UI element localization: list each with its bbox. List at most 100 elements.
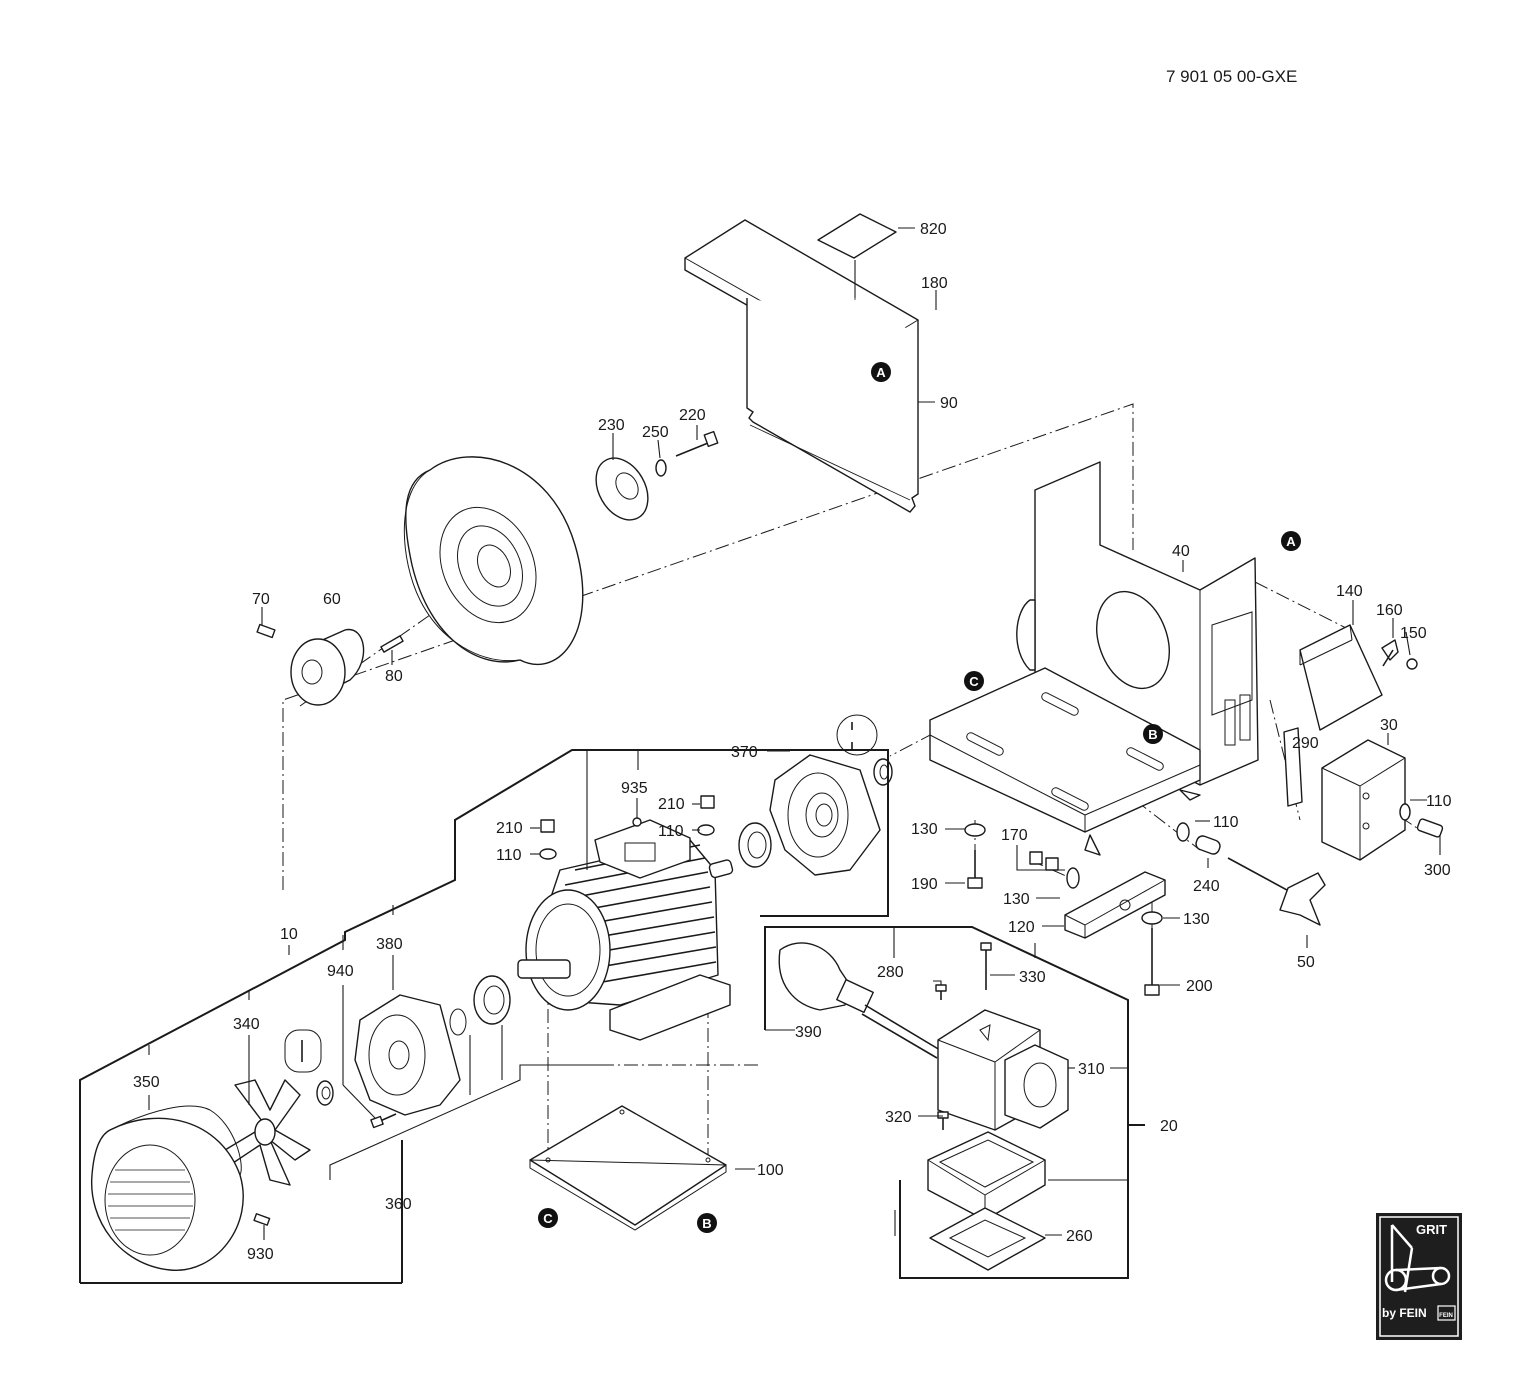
label-390: 390: [795, 1024, 822, 1041]
part-60-hub: [290, 628, 365, 706]
part-190-screw: [967, 850, 983, 889]
part-70-screw: [256, 623, 276, 639]
part-160-knob: [1381, 639, 1399, 667]
part-210-nut-b: [700, 795, 715, 809]
label-40: 40: [1172, 543, 1190, 560]
label-930: 930: [247, 1246, 274, 1263]
label-210-right: 210: [658, 796, 685, 813]
label-110-right: 110: [1426, 793, 1452, 810]
label-290: 290: [1292, 735, 1319, 752]
leader-lines: [261, 227, 1441, 1240]
part-320-screw: [937, 1111, 949, 1130]
label-90: 90: [940, 395, 958, 412]
label-330: 330: [1019, 969, 1046, 986]
label-150: 150: [1400, 625, 1427, 642]
part-90-top-guard: [684, 219, 919, 513]
detail-callout-rear: [284, 1029, 322, 1073]
part-bearing-rear: [473, 975, 511, 1025]
part-100-plate: [529, 1105, 727, 1231]
label-340: 340: [233, 1016, 260, 1033]
marker-b-base: B: [1143, 724, 1163, 744]
part-940-screw: [370, 1113, 397, 1129]
part-370-end-shield: [769, 754, 881, 876]
label-360: 360: [385, 1196, 412, 1213]
label-935: 935: [621, 780, 648, 797]
part-935-screw: [632, 817, 642, 827]
label-380: 380: [376, 936, 403, 953]
detail-callout-front: [836, 714, 878, 756]
part-820-label-plate: [817, 213, 897, 259]
part-930-screw: [253, 1213, 271, 1226]
svg-text:C: C: [969, 674, 979, 689]
label-280: 280: [877, 964, 904, 981]
part-base-plate: [929, 667, 1201, 856]
part-330-screw: [980, 942, 992, 990]
label-260: 260: [1066, 1228, 1093, 1245]
label-10: 10: [280, 926, 298, 943]
marker-a-right: A: [1281, 531, 1301, 551]
part-50-star-knob: [1227, 857, 1326, 926]
label-250: 250: [642, 424, 669, 441]
part-110-washer-b: [697, 824, 715, 836]
part-300-screw: [1416, 818, 1444, 838]
label-80: 80: [385, 668, 403, 685]
part-250-washer: [655, 459, 667, 477]
part-290-strip: [1283, 727, 1303, 807]
marker-a-top: A: [871, 362, 891, 382]
document-number: 7 901 05 00-GXE: [1166, 67, 1297, 86]
label-110-left: 110: [496, 847, 522, 864]
part-230-flange: [595, 457, 649, 521]
label-170: 170: [1001, 827, 1028, 844]
part-bearing-front: [738, 822, 772, 868]
part-circlip-rear: [449, 1008, 467, 1036]
part-380-rear-shield: [354, 994, 461, 1116]
label-230: 230: [598, 417, 625, 434]
part-seal-ring-front: [873, 758, 893, 786]
logo-bottom-text: by FEIN: [1382, 1306, 1427, 1320]
label-350: 350: [133, 1074, 160, 1091]
part-340-fan: [224, 1079, 311, 1186]
label-60: 60: [323, 591, 341, 608]
label-300: 300: [1424, 862, 1451, 879]
label-310: 310: [1078, 1061, 1105, 1078]
label-370: 370: [731, 744, 758, 761]
label-110-center: 110: [658, 823, 684, 840]
label-220: 220: [679, 407, 706, 424]
part-motor: [517, 819, 734, 1041]
reference-markers: A A C B C B: [538, 362, 1301, 1233]
svg-text:B: B: [1148, 727, 1157, 742]
label-240: 240: [1193, 878, 1220, 895]
part-170-nuts: [1029, 851, 1059, 871]
part-30-block: [1321, 739, 1406, 861]
part-110-washer-right: [1399, 803, 1411, 821]
part-seal-ring-rear: [316, 1080, 334, 1106]
part-junction-box: [927, 1131, 1046, 1221]
svg-text:B: B: [702, 1216, 711, 1231]
label-50: 50: [1297, 954, 1315, 971]
part-labels: 820 180 90 230 250 220 70 60 80 40 140 1…: [133, 221, 1452, 1263]
part-grinding-wheel: [403, 456, 584, 666]
label-180: 180: [921, 275, 948, 292]
part-120-bar: [1064, 871, 1166, 939]
label-320: 320: [885, 1109, 912, 1126]
label-130-c: 130: [1183, 911, 1210, 928]
part-210-nut-a: [540, 819, 555, 833]
logo-stamp-text: FEIN: [1439, 1313, 1453, 1319]
label-130-a: 130: [911, 821, 938, 838]
part-110-washer-a: [539, 848, 557, 860]
label-110-mid: 110: [1213, 814, 1239, 831]
label-100: 100: [757, 1162, 784, 1179]
part-240-bushing: [1195, 835, 1221, 855]
label-820: 820: [920, 221, 947, 238]
part-130-washer-a: [964, 823, 986, 837]
label-200: 200: [1186, 978, 1213, 995]
grit-by-fein-logo: GRIT by FEIN FEIN: [1376, 1213, 1462, 1340]
label-160: 160: [1376, 602, 1403, 619]
part-200-screw: [1144, 928, 1160, 996]
label-20: 20: [1160, 1118, 1178, 1135]
label-70: 70: [252, 591, 270, 608]
part-260-gasket: [929, 1207, 1046, 1271]
label-130-b: 130: [1003, 891, 1030, 908]
part-150-nut: [1406, 658, 1418, 670]
